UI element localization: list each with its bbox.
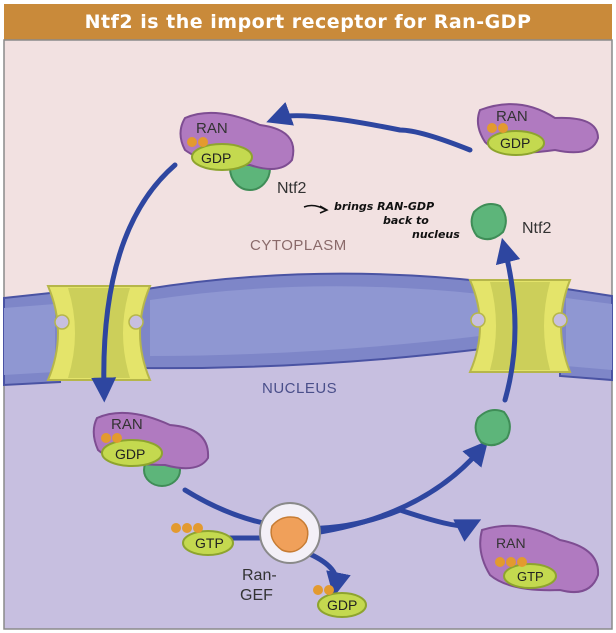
ntf2-free-nucleus: [474, 409, 511, 447]
ran-label: RAN: [496, 108, 528, 125]
arrow-right-up: [495, 237, 521, 403]
diagram-title: Ntf2 is the import receptor for Ran-GDP: [84, 11, 532, 33]
ran-label: RAN: [196, 120, 228, 137]
title-bar: Ntf2 is the import receptor for Ran-GDP: [4, 4, 612, 40]
arrow-left: [91, 162, 178, 403]
complex-ran-gdp-ntf2-bottom-left: RAN GDP: [92, 411, 210, 487]
cycle-arrows: [91, 101, 521, 598]
ran-gef-label-line-2: GEF: [240, 587, 273, 604]
ntf2-label-right: Ntf2: [522, 220, 551, 237]
ntf2-label-top: Ntf2: [277, 180, 306, 197]
gdp-molecule-released: GDP: [313, 585, 367, 618]
arrow-bottom-to-ntf2: [297, 440, 489, 538]
ran-label: RAN: [496, 535, 526, 551]
gdp-label: GDP: [201, 150, 231, 166]
gdp-label: GDP: [115, 446, 145, 462]
ntf2-free-cytoplasm: [470, 203, 507, 241]
annotation-line-2: back to: [383, 214, 429, 227]
gtp-label: GTP: [517, 569, 544, 584]
nuclear-pore-right: [468, 279, 572, 373]
gdp-label: GDP: [500, 135, 530, 151]
gdp-label: GDP: [327, 597, 357, 613]
nuclear-pore-left: [46, 285, 152, 381]
ran-label: RAN: [111, 416, 143, 433]
arrow-top: [266, 101, 473, 153]
complex-ran-gdp-top-right: RAN GDP: [476, 103, 600, 156]
handwritten-annotation: brings RAN-GDP back to nucleus: [303, 200, 460, 241]
nucleus-label: NUCLEUS: [262, 380, 337, 397]
complex-ran-gtp-bottom-right: RAN GTP: [479, 524, 600, 594]
complex-ran-gdp-ntf2-top-left: RAN GDP: [179, 111, 295, 191]
cytoplasm-region: [4, 40, 612, 302]
gtp-label: GTP: [195, 535, 224, 551]
ran-gef-label-line-1: Ran-: [242, 567, 277, 584]
gtp-molecule-incoming: GTP: [171, 523, 234, 556]
nuclear-envelope: [3, 272, 613, 387]
annotation-line-3: nucleus: [412, 228, 460, 241]
cytoplasm-label: CYTOPLASM: [250, 237, 347, 254]
ran-gef: [259, 502, 321, 564]
annotation-line-1: brings RAN-GDP: [334, 200, 434, 213]
